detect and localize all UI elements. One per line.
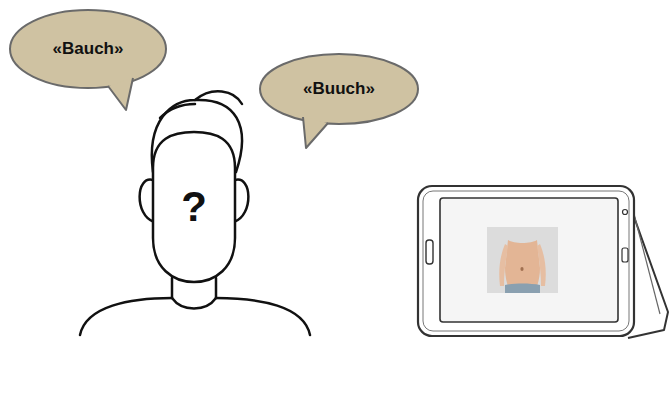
- speech-bubble: «Bauch»: [8, 8, 168, 90]
- bubble-body: [260, 54, 418, 124]
- bubble-tail: [303, 117, 328, 148]
- bubble-tail: [108, 78, 133, 110]
- bubble-body: [10, 10, 166, 88]
- spoken-word: «Bauch»: [53, 39, 124, 59]
- face-line: [153, 132, 235, 282]
- question-mark: ?: [181, 183, 207, 231]
- person-outline: [80, 91, 310, 335]
- speech-bubble: «Buuch»: [258, 52, 420, 126]
- face-outline: ?: [143, 128, 245, 286]
- spoken-word: «Buuch»: [303, 79, 375, 99]
- tablet: [418, 186, 668, 338]
